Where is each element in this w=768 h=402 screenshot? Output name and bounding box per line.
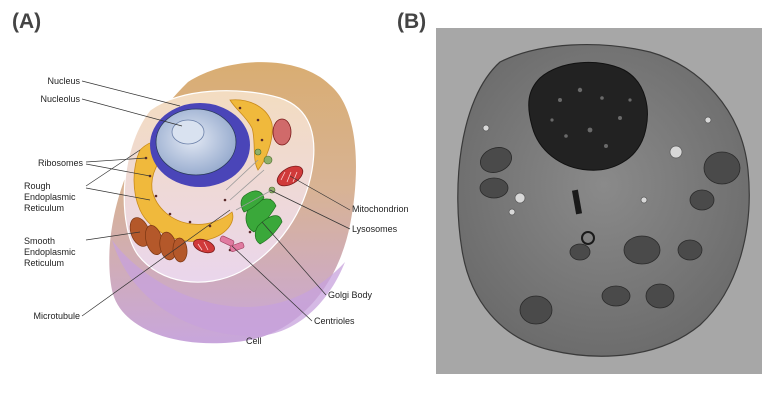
label-smooth-er-3: Reticulum [24,258,64,268]
label-leaders [81,80,351,322]
label-smooth-er-2: Endoplasmic [24,247,76,257]
centrioles [219,235,245,252]
cell-illustration [109,62,356,344]
micrograph-centriole [571,189,595,245]
nucleolus [171,119,205,145]
micrograph-chromatin [550,87,632,148]
micrograph-nucleus [528,61,648,171]
label-nucleus: Nucleus [47,76,80,86]
label-smooth-er-1: Smooth [24,236,55,246]
label-lysosomes: Lysosomes [352,224,398,234]
label-cell: Cell [246,336,262,346]
cell-lower-face [112,240,345,337]
label-golgi-body: Golgi Body [328,290,373,300]
label-rough-er-2: Endoplasmic [24,192,76,202]
microtubules [225,159,273,211]
micrograph-mitochondria [479,147,741,325]
label-microtubule: Microtubule [33,311,80,321]
rough-er-upper [229,99,273,171]
micrograph-vesicles [482,116,712,216]
panel-b-letter: (B) [397,10,427,33]
label-nucleolus: Nucleolus [40,94,80,104]
label-ribosomes: Ribosomes [38,158,84,168]
label-mitochondrion: Mitochondrion [352,204,409,214]
label-centrioles: Centrioles [314,316,355,326]
ribosome-dots [144,106,284,252]
electron-micrograph [436,28,762,374]
label-rough-er-3: Reticulum [24,203,64,213]
lysosomes [254,148,276,194]
panel-a-letter: (A) [12,10,42,33]
label-rough-er-1: Rough [24,181,51,191]
